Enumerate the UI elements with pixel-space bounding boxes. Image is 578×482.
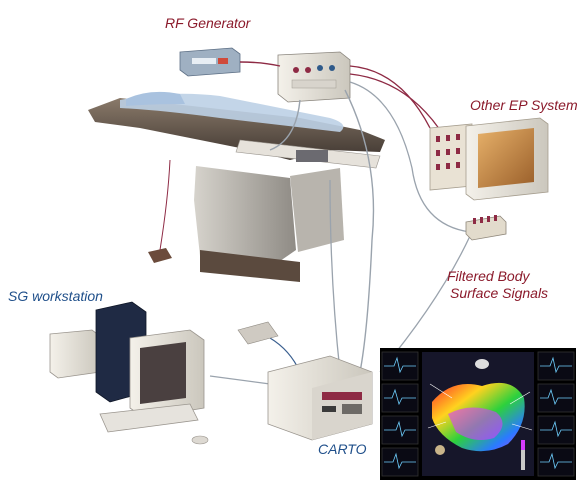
table-controls bbox=[296, 150, 328, 162]
carto-cable-3 bbox=[329, 179, 341, 373]
table-pedestal bbox=[194, 166, 296, 268]
sg-workstation-label: SG workstation bbox=[8, 288, 103, 304]
workstation-keyboard bbox=[99, 403, 199, 433]
ecg-panels-left bbox=[381, 351, 419, 477]
orientation-icon bbox=[475, 359, 489, 369]
foot-pedal bbox=[148, 159, 172, 263]
table-base bbox=[200, 250, 300, 282]
rf-generator bbox=[179, 47, 241, 77]
map-markers bbox=[427, 383, 533, 431]
carto-screen-inset bbox=[380, 348, 576, 480]
other-ep-system bbox=[429, 117, 549, 201]
patient-head bbox=[126, 91, 185, 106]
filtered-signals-label-line1: Filtered Body bbox=[447, 268, 530, 284]
map-scale-bar bbox=[521, 440, 525, 470]
carto-panel bbox=[322, 392, 362, 400]
junction-box bbox=[277, 51, 351, 103]
rf-cable bbox=[239, 61, 281, 67]
ep-cable-2 bbox=[349, 73, 441, 131]
ep-cable-1 bbox=[349, 65, 431, 129]
workstation-unit bbox=[49, 329, 101, 379]
sg-workstation bbox=[49, 301, 209, 445]
table-top bbox=[88, 98, 385, 160]
carto-unit bbox=[267, 355, 373, 441]
other-ep-system-label: Other EP System bbox=[470, 97, 578, 113]
carto-pedal bbox=[237, 321, 279, 345]
rf-generator-label: RF Generator bbox=[165, 15, 251, 31]
ecg-panels-right bbox=[537, 351, 575, 477]
carto-label: CARTO bbox=[318, 441, 367, 457]
filter-box bbox=[465, 215, 507, 241]
table-pedestal-side bbox=[290, 168, 344, 252]
patient-table bbox=[88, 91, 385, 282]
catheter-tip bbox=[435, 445, 445, 455]
catheter-cable bbox=[269, 99, 301, 151]
ep-monitor-screen bbox=[478, 128, 534, 188]
body-signal-cable bbox=[349, 81, 471, 233]
workstation-cable bbox=[209, 375, 271, 385]
workstation-mouse bbox=[191, 435, 209, 445]
carto-cable-1 bbox=[344, 89, 375, 373]
filtered-signals-label-line2: Surface Signals bbox=[450, 285, 549, 301]
workstation-screen bbox=[140, 342, 186, 404]
